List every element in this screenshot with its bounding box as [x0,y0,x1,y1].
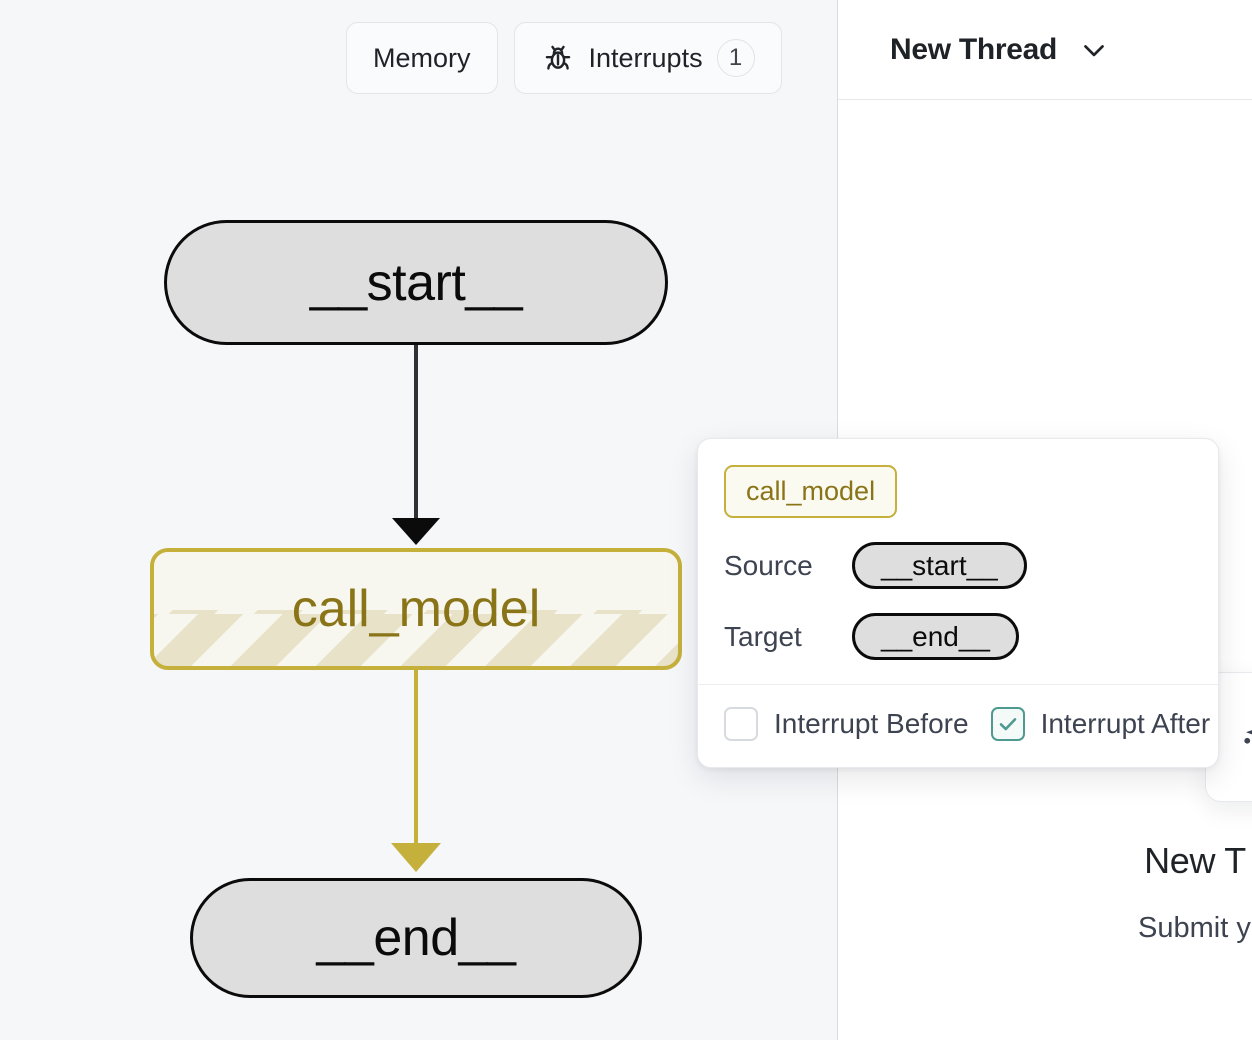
popover-source-row: Source __start__ [724,542,1192,589]
thread-title[interactable]: New Thread [890,32,1058,66]
memory-button[interactable]: Memory [346,22,498,94]
popover-target-key: Target [724,620,802,652]
graph-edges-canvas [391,345,441,872]
interrupts-button-label: Interrupts [588,42,703,73]
graph-toolbar: Memory Interrupts [346,22,782,94]
interrupt-after-label: Interrupt After [1040,708,1211,739]
graph-node-call-model[interactable]: call_model [150,548,682,670]
edge-call-model-to-end [391,670,441,872]
graph-node-start-label: __start__ [309,253,523,312]
interrupts-count-badge: 1 [716,39,755,77]
memory-button-label: Memory [373,42,471,73]
graph-node-end-label: __end__ [316,909,516,967]
interrupt-before-checkbox[interactable]: Interrupt Before [724,707,969,741]
popover-node-tag: call_model [724,465,898,518]
graph-node-call-model-label: call_model [291,580,541,638]
node-details-popover: call_model Source __start__ Target __end… [697,438,1219,768]
graph-node-end[interactable]: __end__ [190,878,642,998]
popover-body: call_model Source __start__ Target __end… [698,439,1218,684]
popover-source-key: Source [724,549,813,581]
popover-target-row: Target __end__ [724,613,1192,660]
sparkle-icon [1238,719,1252,754]
thread-empty-state: New T Submit your input [838,840,1252,945]
thread-empty-subtitle: Submit your input [1138,912,1252,944]
thread-header: New Thread [838,0,1252,100]
popover-source-value[interactable]: __start__ [852,542,1027,589]
interrupt-before-label: Interrupt Before [774,708,969,739]
interrupt-after-checkbox[interactable]: Interrupt After [990,707,1211,741]
interrupts-button[interactable]: Interrupts 1 [513,22,782,94]
popover-footer: Interrupt Before Interrupt After [698,684,1218,767]
edge-start-to-call-model [392,345,440,545]
interrupt-before-box-icon[interactable] [724,707,758,741]
chevron-down-icon[interactable] [1077,33,1111,67]
interrupt-after-box-icon[interactable] [990,707,1025,741]
bug-icon [541,41,575,75]
graph-node-start[interactable]: __start__ [164,220,668,345]
popover-target-value[interactable]: __end__ [852,613,1020,660]
thread-empty-title: New T [1144,840,1246,881]
